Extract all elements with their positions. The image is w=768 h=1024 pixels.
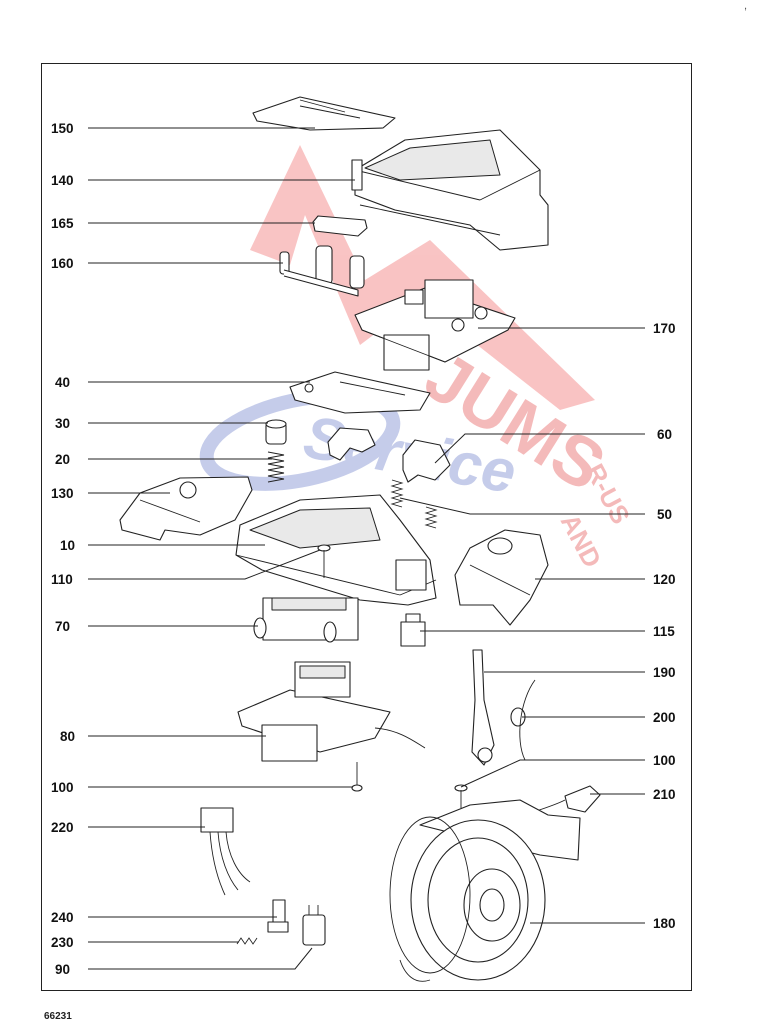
part-100-reel-screw xyxy=(454,784,468,808)
part-120-power-pedal xyxy=(454,529,549,626)
callout-10: 10 xyxy=(60,538,75,553)
callout-120: 120 xyxy=(653,572,676,587)
leader-100-right xyxy=(460,759,645,788)
callout-115: 115 xyxy=(653,624,675,639)
callout-70: 70 xyxy=(55,619,70,634)
callout-20: 20 xyxy=(55,452,70,467)
watermark-swash xyxy=(199,389,401,491)
part-220-connector-harness xyxy=(200,807,251,896)
leader-110 xyxy=(88,549,321,580)
callout-100-left: 100 xyxy=(51,780,74,795)
part-180-cable-reel xyxy=(389,799,581,982)
callout-230: 230 xyxy=(51,935,74,950)
callout-90: 90 xyxy=(55,962,70,977)
callout-200: 200 xyxy=(653,710,676,725)
callout-210: 210 xyxy=(653,787,676,802)
part-90-suppressor-capacitor xyxy=(302,905,326,946)
part-100-board-screw xyxy=(351,762,363,792)
part-190-brake-lever xyxy=(471,649,495,766)
callout-190: 190 xyxy=(653,665,676,680)
part-50-lever-springs xyxy=(390,479,438,529)
callout-50: 50 xyxy=(657,507,672,522)
part-230-small-spring xyxy=(236,937,258,945)
part-80-main-circuit-board xyxy=(237,661,426,762)
part-140-upper-housing xyxy=(351,129,549,251)
part-170-upper-circuit-board xyxy=(354,279,516,371)
part-10-housing-frame xyxy=(235,494,437,606)
part-110-frame-screw xyxy=(317,544,331,578)
callout-170: 170 xyxy=(653,321,676,336)
watermark-v-shape xyxy=(250,145,595,410)
callout-160: 160 xyxy=(51,256,74,271)
callout-100-right: 100 xyxy=(653,753,676,768)
callout-220: 220 xyxy=(51,820,74,835)
callout-130: 130 xyxy=(51,486,74,501)
watermark-side-text-1: R-US xyxy=(580,459,636,529)
callout-40: 40 xyxy=(55,375,70,390)
leader-90 xyxy=(88,947,313,970)
callout-60: 60 xyxy=(657,427,672,442)
callout-140: 140 xyxy=(51,173,74,188)
leader-50 xyxy=(399,497,645,515)
part-130-cord-rewind-pedal xyxy=(119,476,253,541)
part-150-control-panel-label xyxy=(252,96,396,131)
part-40-control-panel-label xyxy=(289,371,431,414)
diagram-frame xyxy=(41,63,692,991)
callout-80: 80 xyxy=(60,729,75,744)
callout-labels: 150 140 165 160 170 40 30 60 20 130 50 1… xyxy=(51,121,676,977)
leader-lines xyxy=(88,127,645,970)
callout-180: 180 xyxy=(653,916,676,931)
part-70-switch-block xyxy=(253,597,359,643)
callout-240: 240 xyxy=(51,910,74,925)
callout-30: 30 xyxy=(55,416,70,431)
callout-150: 150 xyxy=(51,121,74,136)
part-20-spring xyxy=(267,451,285,483)
part-30-knob-cap xyxy=(265,419,287,445)
part-165-light-guide xyxy=(312,215,368,237)
document-code: 66231 xyxy=(44,1011,72,1022)
watermark-side-text-2: AND xyxy=(555,509,608,573)
part-240-terminal-clip xyxy=(267,899,289,933)
callout-165: 165 xyxy=(51,216,74,231)
leader-60 xyxy=(434,433,645,464)
part-60-switch-lever xyxy=(327,427,451,483)
part-200-rubber-roller xyxy=(510,679,536,761)
corner-mark: , xyxy=(744,0,748,12)
part-160-button-bracket xyxy=(279,245,365,297)
callout-110: 110 xyxy=(51,572,73,587)
part-115-micro-switch xyxy=(400,613,426,647)
